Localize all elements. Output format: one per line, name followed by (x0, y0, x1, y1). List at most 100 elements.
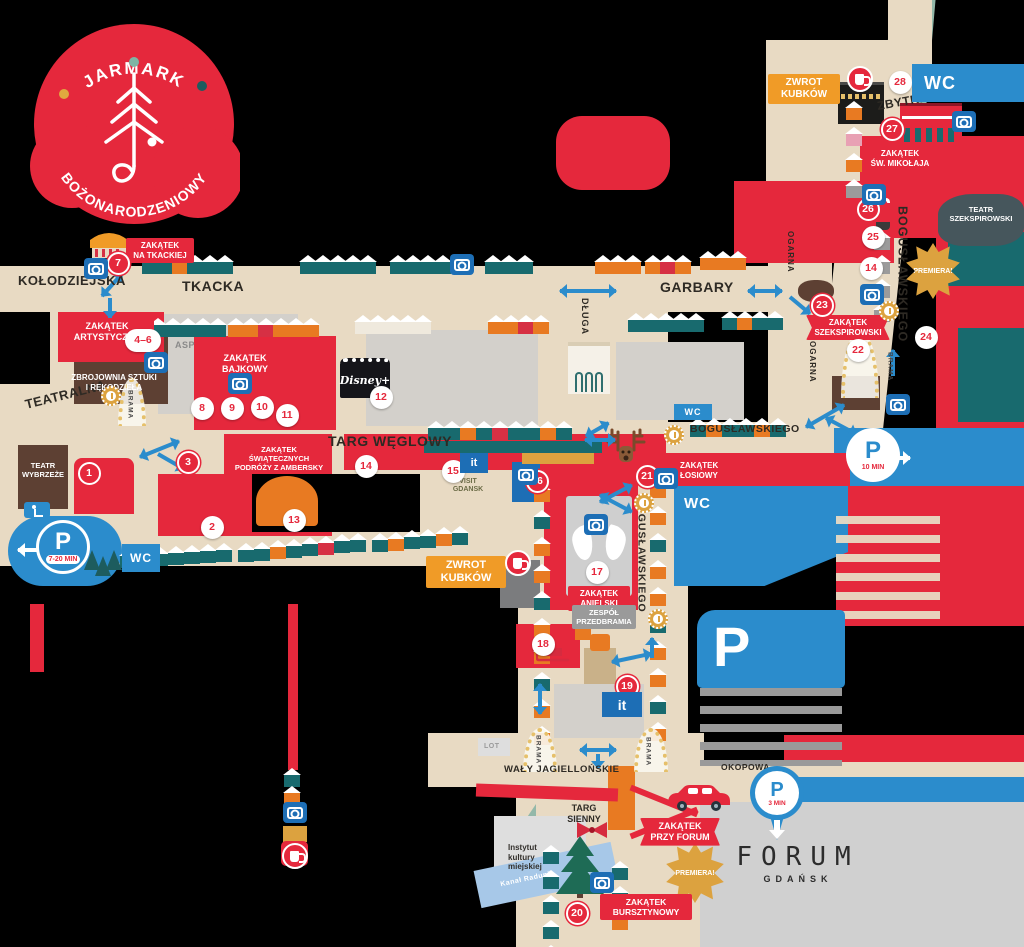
market-stall (609, 255, 627, 274)
market-stall (845, 101, 863, 120)
gate-arch-icon (585, 372, 593, 392)
market-stall (539, 421, 557, 440)
zone-line: BURSZTYNOWY (612, 907, 680, 918)
premiera-label: PREMIERA! (675, 869, 715, 877)
street-label: TARG WĘGLOWY (328, 433, 452, 449)
market-stall (237, 543, 255, 562)
stairs (700, 688, 842, 766)
zone-line: KUBKÓW (440, 572, 492, 585)
zone-line: ZAKĄTEK (140, 241, 180, 250)
market-stall (199, 544, 217, 563)
market-stall (699, 251, 717, 270)
market-stall (649, 587, 667, 606)
market-stall (555, 421, 573, 440)
losiowy-band (656, 453, 850, 487)
parking-time: 7-20 MIN (45, 555, 81, 564)
lot-building (478, 738, 510, 756)
market-stall (443, 421, 461, 440)
market-stall (349, 532, 367, 552)
market-stall (542, 845, 560, 864)
market-stall (434, 255, 452, 274)
market-stall (845, 179, 863, 198)
market-stall (649, 533, 667, 552)
accessibility-sign (24, 502, 50, 518)
market-stall (253, 541, 271, 561)
street-label: OGARNA (808, 341, 817, 383)
marker-18: 18 (531, 632, 555, 656)
zone-line: ZAKĄTEK (579, 589, 619, 598)
market-stall (371, 533, 389, 552)
market-stall (459, 421, 477, 440)
street-label: BRAMA (126, 390, 134, 420)
street-label: TKACKA (182, 278, 245, 294)
wc-sign: WC (674, 404, 712, 420)
disney-label: Disney+ (339, 373, 391, 387)
market-stall (419, 255, 437, 274)
market-stall (329, 255, 347, 274)
market-stall (387, 531, 405, 551)
marker-10: 10 (250, 395, 274, 419)
market-stall (269, 540, 287, 559)
parking-letter: P (864, 437, 881, 464)
market-stall (167, 546, 185, 565)
street-label: BRAMA (886, 352, 894, 382)
zone-line: ZAKĄTEK (85, 321, 129, 331)
market-stall (384, 315, 402, 334)
marker-14: 14 (354, 454, 378, 478)
carousel-illustration (88, 226, 130, 267)
zone-line: BAJKOWY (221, 363, 268, 374)
market-stall (500, 255, 518, 274)
market-stall (542, 895, 560, 914)
market-stall (523, 421, 541, 440)
zone-line: ZAKĄTEK (261, 445, 297, 454)
market-stall (649, 695, 667, 714)
tourist-info-sign: it (460, 453, 488, 473)
zone-line: TEATR (30, 461, 56, 470)
decor-red-shape (556, 116, 670, 190)
marker-27: 27 (880, 117, 904, 141)
market-stall (507, 421, 525, 440)
pin-inner: P 3 MIN (755, 771, 799, 815)
market-stall (659, 255, 677, 274)
parking-letter: P (54, 528, 71, 555)
camera-photo-icon (144, 352, 168, 373)
marker-14: 14 (859, 256, 883, 280)
marker-23: 23 (810, 293, 834, 317)
clock-icon (879, 301, 899, 321)
marker-24: 24 (914, 325, 938, 349)
market-stall (687, 313, 705, 332)
forum-line1: FORUM (736, 842, 860, 872)
street-label: BOGUSŁAWSKIEGO (635, 496, 648, 613)
parking-7-20-sign: P 7-20 MIN (36, 520, 90, 574)
marker-9: 9 (220, 396, 244, 420)
market-stall (594, 255, 612, 274)
premiera-label: PREMIERA! (913, 267, 953, 275)
street-label: BOGUSŁAWSKIEGO (895, 206, 910, 343)
parking-letter: P (770, 778, 784, 801)
market-stall (491, 421, 509, 440)
zone-line: TARG (571, 803, 597, 813)
street-label: DŁUGA (580, 298, 590, 335)
stall-row-back (424, 441, 602, 453)
market-stall (484, 255, 502, 274)
street-label: GARBARY (660, 279, 734, 295)
forum-gdansk-logo: FORUM GDAŃSK (728, 842, 868, 884)
zone-line: GDANSK (452, 486, 484, 494)
market-stall (369, 315, 387, 334)
red-zone-right (936, 136, 1024, 480)
zone-line: ZAKĄTEK (680, 461, 719, 470)
market-stall (302, 318, 320, 337)
zone-line: ZAKĄTEK (880, 149, 920, 158)
cup-return-icon (847, 66, 873, 92)
market-stall (516, 255, 534, 274)
camera-photo-icon (514, 464, 538, 485)
zone-line: SIENNY (567, 813, 601, 824)
clock-icon (634, 493, 654, 513)
market-stall (475, 421, 493, 440)
direction-arrow (650, 638, 654, 658)
zone-line: ARTYSTYCZNY (73, 331, 141, 342)
